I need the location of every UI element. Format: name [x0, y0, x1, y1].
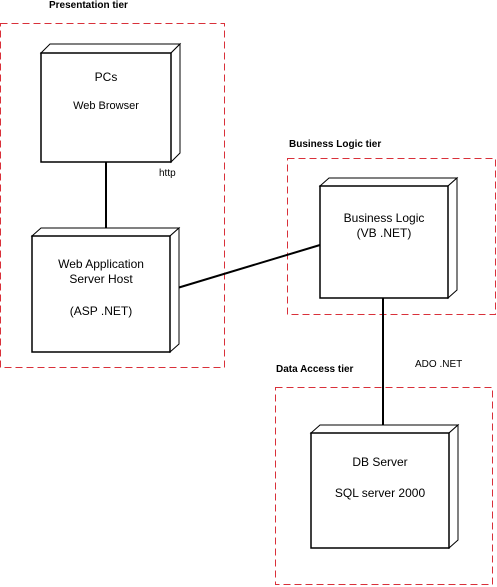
business-line2: (VB .NET) — [356, 226, 412, 240]
web-app-server-node — [30, 226, 181, 354]
http-label: http — [159, 168, 176, 179]
pcs-title: PCs — [94, 70, 118, 84]
business-tier-label: Business Logic tier — [289, 139, 382, 150]
web-app-line1: Web Application — [58, 257, 144, 271]
data-tier-boundary — [275, 387, 493, 585]
webapp-to-business-connector — [173, 244, 321, 290]
presentation-tier-label: Presentation tier — [49, 0, 128, 11]
ado-net-label: ADO .NET — [415, 359, 463, 370]
business-tier-boundary — [287, 158, 496, 315]
business-logic-node — [318, 176, 459, 300]
pcs-subtitle: Web Browser — [73, 100, 139, 112]
db-line1: DB Server — [352, 455, 408, 469]
db-server-node — [309, 423, 460, 550]
presentation-tier-boundary — [0, 23, 225, 368]
data-tier-label: Data Access tier — [276, 364, 354, 375]
web-app-line2: Server Host — [69, 272, 133, 286]
pcs-node — [39, 42, 182, 164]
business-line1: Business Logic — [343, 211, 425, 225]
web-app-line3: (ASP .NET) — [69, 304, 133, 318]
db-line2: SQL server 2000 — [334, 486, 426, 500]
